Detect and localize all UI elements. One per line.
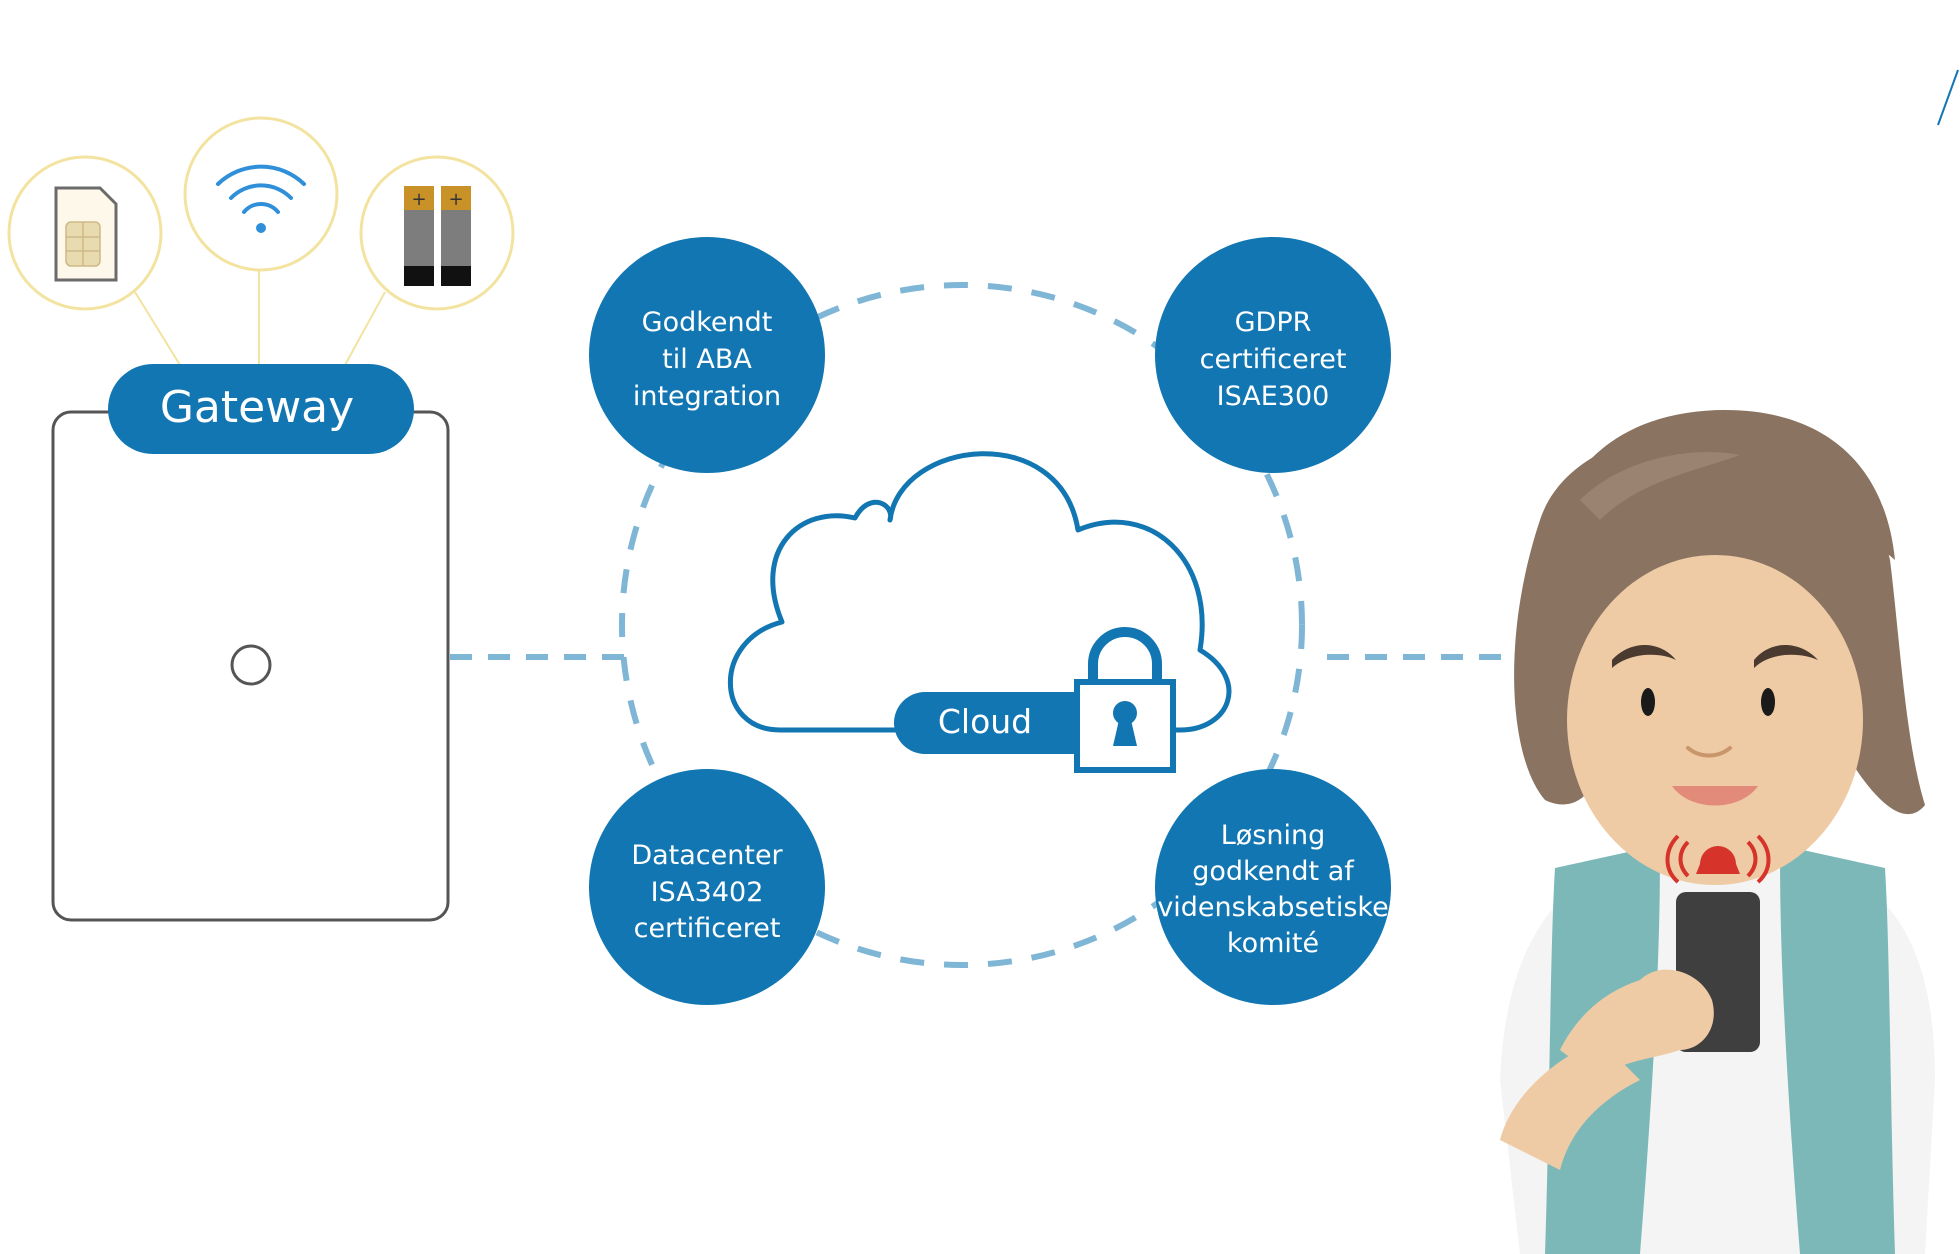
badge-gdpr-line-2: certificeret bbox=[1200, 344, 1347, 375]
gateway-title-pill bbox=[108, 364, 414, 454]
badge-aba-line-3: integration bbox=[633, 381, 781, 412]
sim-card-icon bbox=[7, 155, 163, 311]
badge-ethics-line-2: godkendt af bbox=[1192, 856, 1355, 887]
gateway-title: Gateway bbox=[160, 382, 354, 433]
badge-ethics: Løsning godkendt af videnskabsetiske kom… bbox=[1155, 769, 1391, 1005]
badge-gdpr: GDPR certificeret ISAE300 bbox=[1155, 237, 1391, 473]
badge-datacenter-line-1: Datacenter bbox=[631, 840, 783, 871]
svg-text:+: + bbox=[448, 189, 463, 210]
svg-text:+: + bbox=[411, 189, 426, 210]
badge-datacenter: Datacenter ISA3402 certificeret bbox=[589, 769, 825, 1005]
corner-accent-line bbox=[1937, 69, 1959, 126]
badge-gdpr-line-3: ISAE300 bbox=[1217, 381, 1330, 412]
connector-battery bbox=[344, 291, 386, 366]
cloud-label: Cloud bbox=[938, 702, 1032, 741]
badge-aba: Godkendt til ABA integration bbox=[589, 237, 825, 473]
battery-icon: + + bbox=[359, 155, 515, 311]
cloud-icon bbox=[727, 451, 1232, 733]
badge-gdpr-line-1: GDPR bbox=[1235, 307, 1312, 338]
person-with-alarm-phone-icon bbox=[1500, 410, 1935, 1254]
badge-datacenter-line-2: ISA3402 bbox=[651, 877, 764, 908]
badge-ethics-line-1: Løsning bbox=[1221, 820, 1326, 851]
badge-datacenter-line-3: certificeret bbox=[634, 913, 781, 944]
badge-ethics-line-4: komité bbox=[1227, 928, 1319, 959]
wifi-icon bbox=[183, 116, 339, 272]
cloud-ring bbox=[619, 282, 1305, 968]
padlock-icon bbox=[1074, 627, 1176, 773]
badge-aba-line-1: Godkendt bbox=[642, 307, 773, 338]
gateway-led bbox=[230, 644, 272, 686]
badge-aba-line-2: til ABA bbox=[662, 344, 752, 375]
gateway-device bbox=[51, 410, 450, 922]
connector-sim bbox=[134, 291, 181, 366]
cloud-label-pill bbox=[894, 692, 1104, 754]
badge-ethics-line-3: videnskabsetiske bbox=[1157, 892, 1388, 923]
